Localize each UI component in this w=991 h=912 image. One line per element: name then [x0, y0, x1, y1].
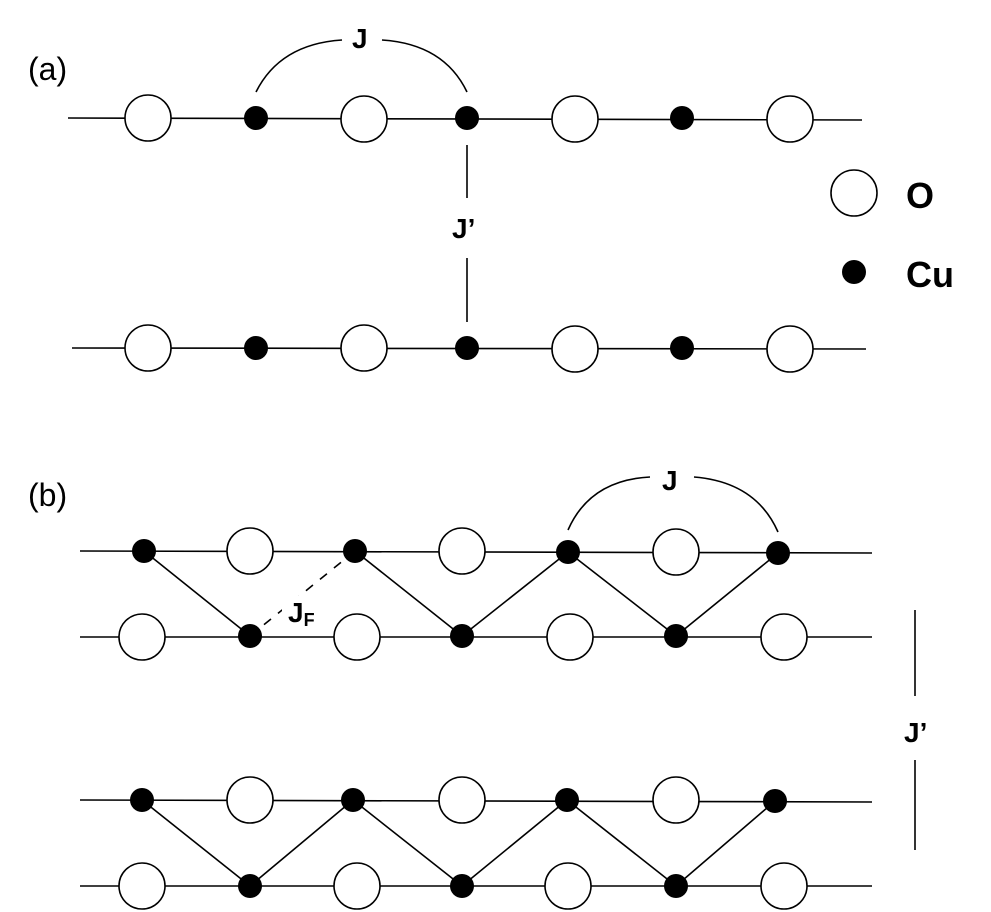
oxygen-atom: [544, 862, 592, 910]
copper-atom: [450, 874, 474, 898]
oxygen-atom: [766, 95, 814, 143]
jf-label-mask: [282, 596, 326, 626]
oxygen-atom: [118, 862, 166, 910]
oxygen-atom: [340, 95, 388, 143]
copper-atom: [450, 624, 474, 648]
copper-atom: [766, 541, 790, 565]
legend-oxygen-label: O: [906, 175, 934, 216]
copper-atom: [670, 336, 694, 360]
copper-atom: [455, 106, 479, 130]
panel-b-upper-ladder: JF: [79, 527, 873, 661]
jf-coupling-label: JF: [288, 597, 315, 630]
oxygen-atom: [760, 613, 808, 661]
legend-copper-symbol: [842, 260, 866, 284]
oxygen-atom: [226, 776, 274, 824]
copper-atom: [130, 788, 154, 812]
oxygen-atom: [118, 613, 166, 661]
j-coupling-label: J: [352, 23, 368, 54]
oxygen-atom: [438, 527, 486, 575]
legend: O Cu: [830, 169, 954, 295]
zigzag-bond: [675, 552, 779, 637]
panel-a: (a) J J’: [28, 23, 867, 373]
panel-b: (b) JF: [28, 465, 927, 910]
copper-atom: [555, 788, 579, 812]
copper-atom: [343, 539, 367, 563]
j-coupling-label: J: [662, 465, 678, 496]
oxygen-atom: [551, 325, 599, 373]
copper-atom: [244, 336, 268, 360]
copper-atom: [670, 106, 694, 130]
panel-a-bottom-chain: [71, 324, 867, 373]
copper-atom: [244, 106, 268, 130]
j-coupling-arc-left: [567, 476, 651, 531]
j-coupling-arc-right: [693, 476, 779, 533]
oxygen-atom: [766, 325, 814, 373]
oxygen-atom: [438, 776, 486, 824]
legend-oxygen-symbol: [830, 169, 878, 217]
oxygen-atom: [546, 613, 594, 661]
legend-copper-label: Cu: [906, 254, 954, 295]
copper-atom: [341, 788, 365, 812]
j-coupling-arc-right: [381, 39, 468, 93]
oxygen-atom: [652, 776, 700, 824]
zigzag-bond: [566, 799, 677, 887]
oxygen-atom: [652, 528, 700, 576]
j-coupling-arc-left: [255, 39, 343, 93]
copper-atom: [238, 624, 262, 648]
jf-dashed-bond: [249, 550, 356, 637]
oxygen-atom: [551, 95, 599, 143]
panel-b-lower-ladder: [79, 776, 873, 910]
zigzag-bond: [461, 799, 568, 887]
copper-atom: [664, 624, 688, 648]
zigzag-bond: [461, 551, 569, 637]
zigzag-bond: [141, 799, 251, 887]
oxygen-atom: [760, 862, 808, 910]
panel-a-top-chain: [67, 94, 863, 143]
copper-atom: [132, 539, 156, 563]
oxygen-atom: [124, 94, 172, 142]
oxygen-atom: [124, 324, 172, 372]
oxygen-atom: [340, 324, 388, 372]
zigzag-bond: [352, 799, 463, 887]
copper-atom: [455, 336, 479, 360]
zigzag-bond: [249, 799, 354, 887]
copper-atom: [664, 874, 688, 898]
copper-atom: [763, 789, 787, 813]
oxygen-atom: [226, 527, 274, 575]
zigzag-bond: [567, 551, 677, 637]
oxygen-atom: [333, 862, 381, 910]
zigzag-bond: [143, 550, 251, 637]
panel-a-label: (a): [28, 51, 67, 87]
oxygen-atom: [333, 613, 381, 661]
panel-b-label: (b): [28, 477, 67, 513]
zigzag-bond: [354, 550, 463, 637]
jprime-coupling-label: J’: [904, 717, 927, 748]
copper-atom: [556, 540, 580, 564]
zigzag-bond: [675, 800, 776, 887]
jprime-coupling-label: J’: [452, 213, 475, 244]
copper-atom: [238, 874, 262, 898]
